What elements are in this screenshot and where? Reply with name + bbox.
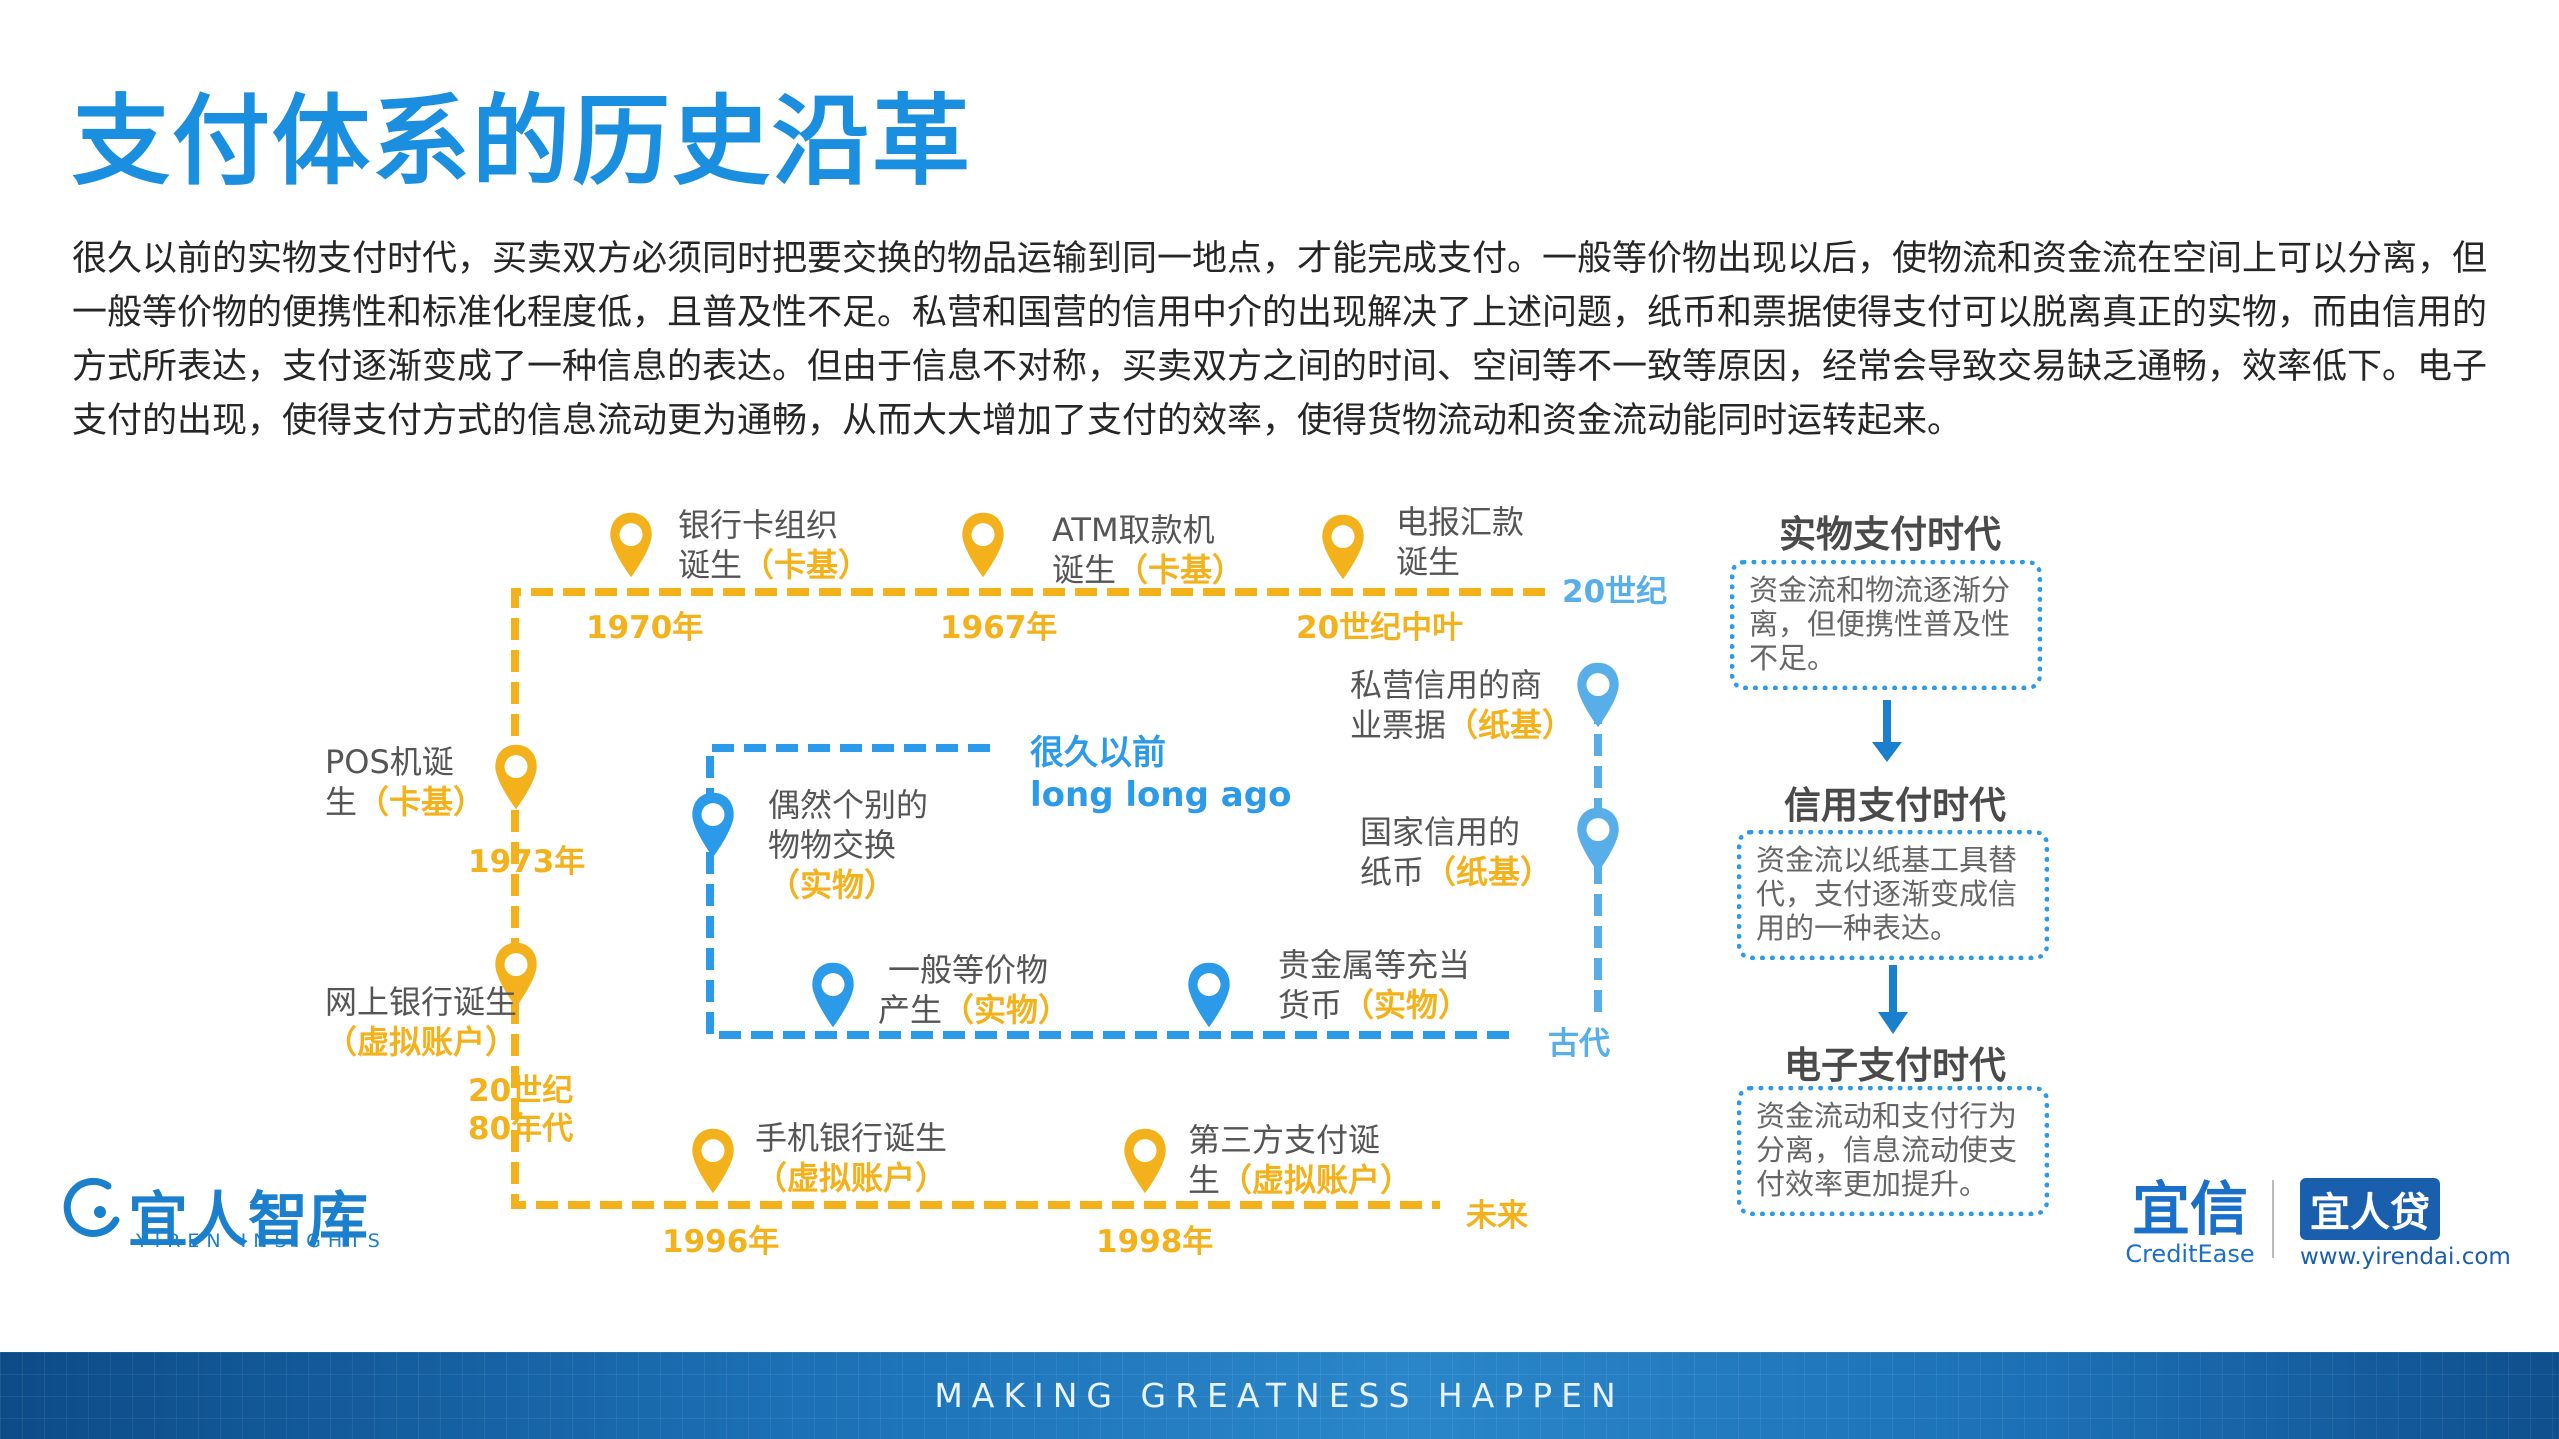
- third-party-pin: [1124, 1128, 1166, 1194]
- era-1-title: 实物支付时代: [1779, 513, 2001, 556]
- footer-slogan: MAKING GREATNESS HAPPEN: [934, 1376, 1625, 1415]
- logo-divider: [2272, 1180, 2274, 1258]
- yirendai-logo: 宜人贷 www.yirendai.com: [2300, 1178, 2511, 1270]
- barter-pin: [692, 792, 734, 858]
- mobile-bank-label: 手机银行诞生 （虚拟账户）: [755, 1119, 948, 1197]
- online-bank-label: 网上银行诞生 （虚拟账户）: [325, 983, 518, 1061]
- atm-pin: [962, 512, 1004, 578]
- footer-circuit-pattern: [0, 1352, 2559, 1439]
- equivalent-pin: [812, 962, 854, 1028]
- barter-event-label: 偶然个别的 物物交换 （实物）: [768, 786, 929, 904]
- online-bank-year: 20世纪 80年代: [468, 1073, 574, 1147]
- inner-start-label: 很久以前 long long ago: [1030, 733, 1292, 815]
- pos-pin: [495, 744, 537, 810]
- mobile-bank-year: 1996年: [662, 1224, 780, 1260]
- intro-paragraph: 很久以前的实物支付时代，买卖双方必须同时把要交换的物品运输到同一地点，才能完成支…: [72, 239, 2488, 441]
- page-title: 支付体系的历史沿革: [72, 85, 973, 199]
- pos-label: POS机诞 生（卡基）: [325, 743, 486, 821]
- yiren-mark-icon: [63, 1177, 120, 1237]
- precious-metal-pin: [1188, 962, 1230, 1028]
- era-2-title: 信用支付时代: [1784, 784, 2006, 827]
- bank-card-year: 1970年: [586, 610, 704, 646]
- era-arrow-2: [1878, 965, 1908, 1034]
- precious-metal-event-label: 贵金属等充当 货币（实物）: [1278, 946, 1471, 1024]
- era-arrow-1: [1872, 700, 1902, 762]
- bank-card-pin: [610, 512, 652, 578]
- paper-money-pin: [1577, 807, 1619, 873]
- outer-end-label: 未来: [1466, 1198, 1528, 1234]
- paper-money-label: 国家信用的 纸币（纸基）: [1360, 813, 1553, 891]
- outer-top-right-label: 20世纪: [1562, 574, 1668, 610]
- telegraph-year: 20世纪中叶: [1296, 610, 1464, 646]
- atm-label: ATM取款机 诞生（卡基）: [1052, 511, 1245, 589]
- era-1-desc: 资金流和物流逐渐分离，但便携性普及性不足。: [1730, 560, 2042, 690]
- third-party-label: 第三方支付诞 生（虚拟账户）: [1188, 1121, 1413, 1199]
- bank-card-label: 银行卡组织 诞生（卡基）: [678, 506, 871, 584]
- inner-end-label: 古代: [1548, 1026, 1610, 1062]
- mobile-bank-pin: [692, 1128, 734, 1194]
- atm-year: 1967年: [940, 610, 1058, 646]
- era-3-desc: 资金流动和支付行为分离，信息流动使支付效率更加提升。: [1737, 1086, 2049, 1216]
- commercial-note-label: 私营信用的商 业票据（纸基）: [1350, 666, 1575, 744]
- telegraph-label: 电报汇款 诞生: [1396, 503, 1525, 581]
- yiren-insights-logo: 宜人智库 YIREN INSIGHTS: [58, 1172, 380, 1256]
- creditease-logo: 宜信 CreditEase: [2125, 1175, 2255, 1268]
- era-2-desc: 资金流以纸基工具替代，支付逐渐变成信用的一种表达。: [1737, 830, 2049, 960]
- barter-path-line: [706, 744, 1510, 1039]
- third-party-year: 1998年: [1096, 1224, 1214, 1260]
- equivalent-event-label: 一般等价物 产生（实物）: [878, 951, 1071, 1029]
- modern-path-line: [511, 588, 1545, 1209]
- footer-banner: MAKING GREATNESS HAPPEN: [0, 1352, 2559, 1439]
- telegraph-pin: [1322, 514, 1364, 580]
- commercial-note-pin: [1577, 662, 1619, 728]
- pos-year: 1973年: [468, 844, 586, 880]
- era-3-title: 电子支付时代: [1784, 1044, 2006, 1087]
